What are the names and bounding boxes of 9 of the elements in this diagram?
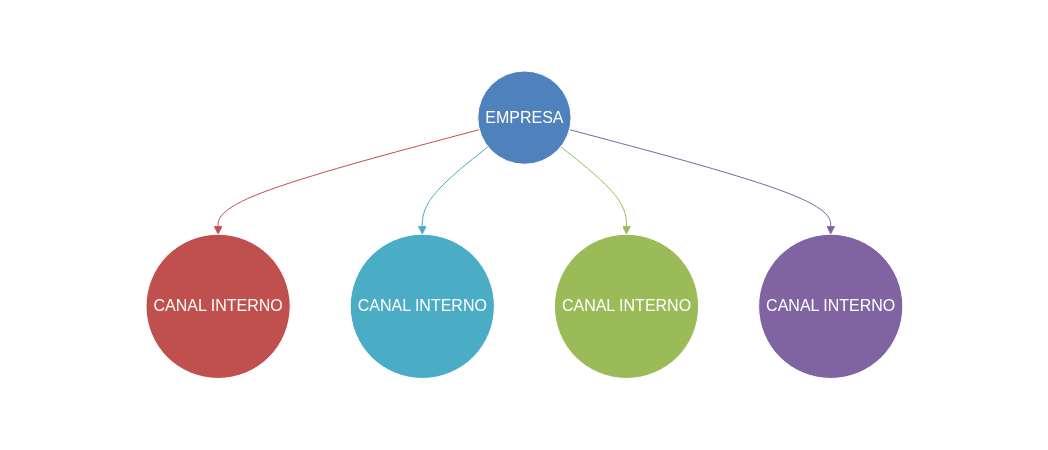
arrow (417, 146, 489, 235)
arrow (568, 129, 835, 235)
node-circle: EMPRESA (476, 70, 572, 165)
node-circle: CANAL INTERNO (349, 234, 495, 380)
node-circle: CANAL INTERNO (553, 234, 699, 380)
node-circle: CANAL INTERNO (145, 234, 291, 380)
node-circle: CANAL INTERNO (757, 234, 903, 380)
arrow (559, 146, 631, 235)
arrow (213, 129, 480, 235)
